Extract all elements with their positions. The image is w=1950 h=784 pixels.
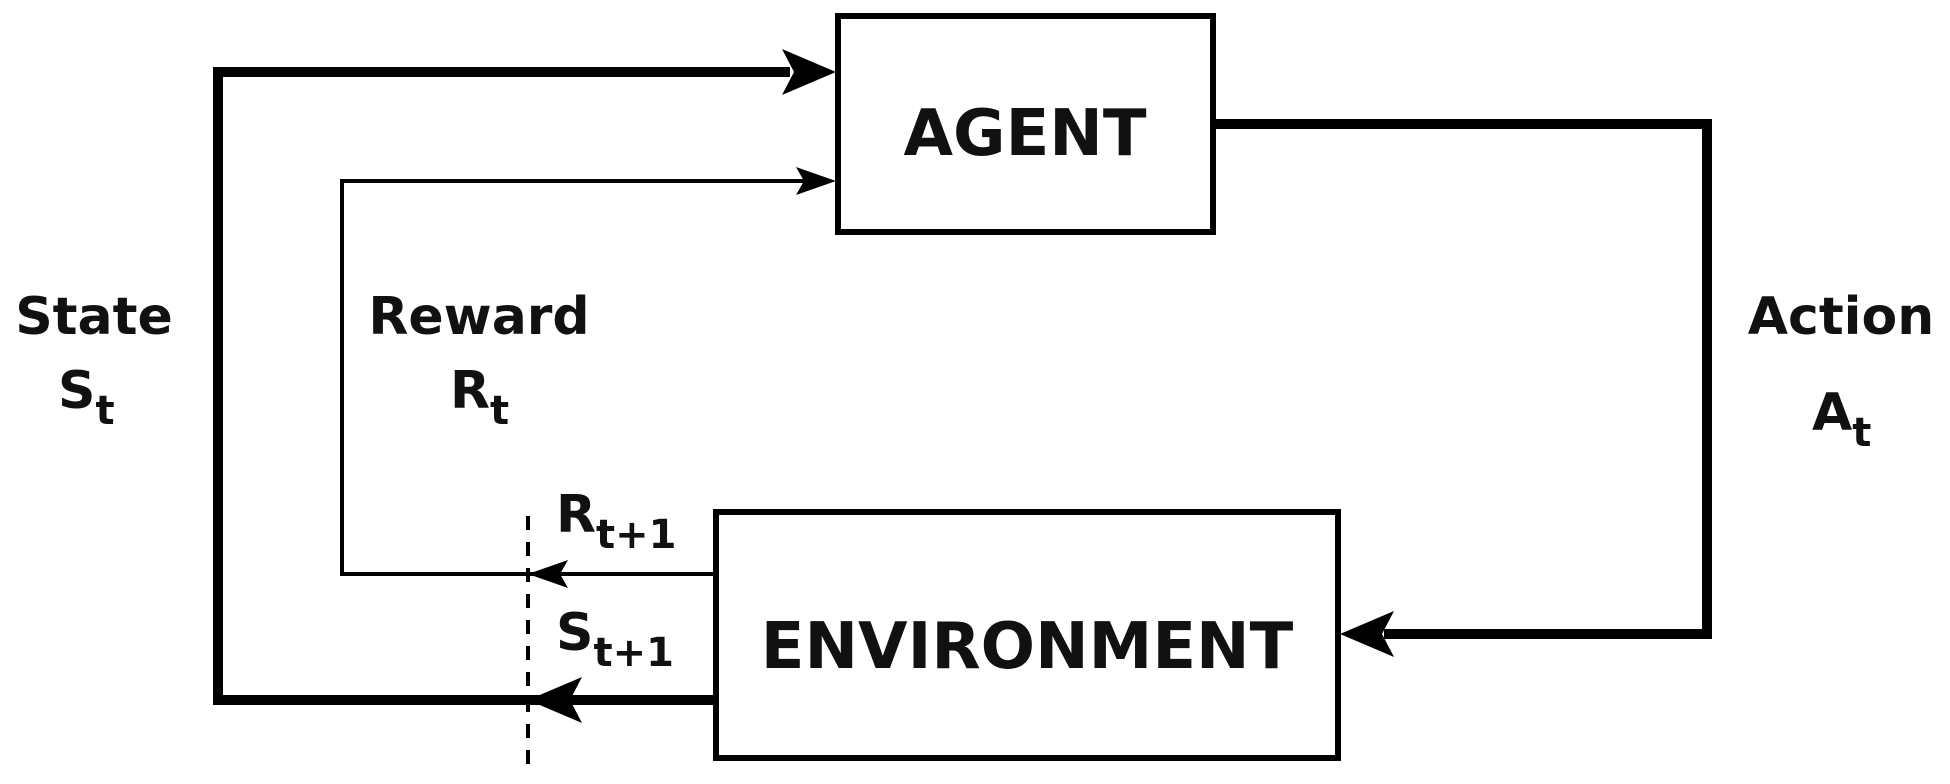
next-reward-symbol: Rt+1 (556, 485, 677, 558)
action-symbol: At (1812, 383, 1871, 456)
next-reward-arrowhead (528, 560, 568, 588)
reward-to-agent-arrowhead (796, 167, 836, 195)
action-line (1213, 119, 1712, 639)
environment-box (713, 509, 1341, 761)
environment-label: ENVIRONMENT (761, 610, 1294, 684)
reward-symbol: Rt (450, 361, 509, 434)
state-loop-line (213, 67, 790, 705)
next-state-symbol: St+1 (556, 603, 674, 676)
action-label: Action (1748, 287, 1935, 347)
agent-box (835, 13, 1216, 235)
agent-label: AGENT (904, 97, 1147, 171)
state-to-agent-arrowhead (782, 49, 836, 95)
reward-label: Reward (368, 287, 589, 347)
state-symbol: St (58, 361, 115, 434)
next-state-arrowhead (528, 677, 582, 723)
action-to-environment-arrowhead (1340, 611, 1394, 657)
state-label: State (15, 287, 173, 347)
